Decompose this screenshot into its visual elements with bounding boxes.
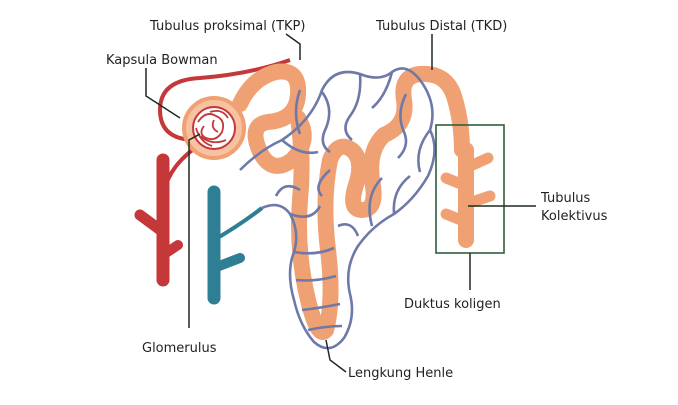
label-duktus-koligen: Duktus koligen bbox=[404, 297, 501, 312]
label-lengkung-henle: Lengkung Henle bbox=[348, 366, 453, 381]
label-kapsula-bowman: Kapsula Bowman bbox=[106, 53, 218, 68]
label-tubulus-kolektivus-line2: Kolektivus bbox=[541, 209, 608, 224]
label-tubulus-distal: Tubulus Distal (TKD) bbox=[375, 19, 507, 34]
label-tubulus-kolektivus-line1: Tubulus bbox=[540, 191, 591, 206]
collecting-branches bbox=[440, 152, 496, 228]
capillary-network bbox=[239, 67, 436, 350]
label-tubulus-proksimal: Tubulus proksimal (TKP) bbox=[149, 19, 305, 34]
artery bbox=[134, 146, 197, 287]
vein bbox=[207, 185, 264, 305]
leader-lines bbox=[145, 33, 536, 373]
glomerulus bbox=[195, 109, 229, 147]
efferent-vessel bbox=[157, 58, 291, 142]
label-glomerulus: Glomerulus bbox=[142, 341, 217, 356]
